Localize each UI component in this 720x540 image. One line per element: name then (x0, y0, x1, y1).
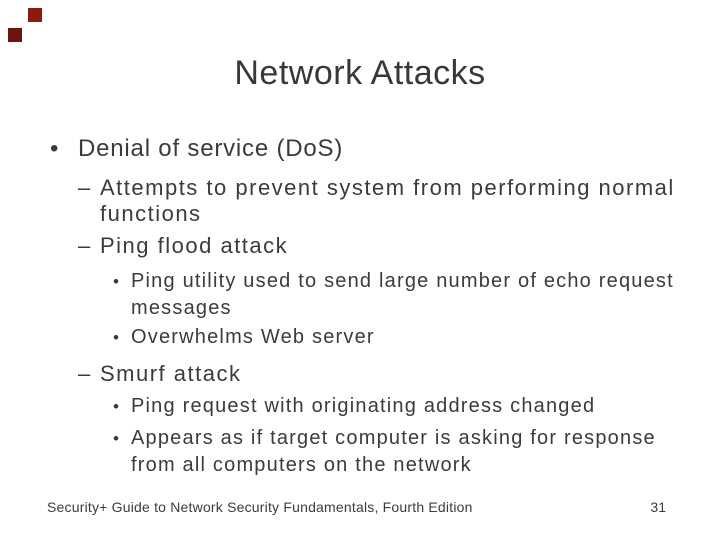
bullet-text: Denial of service (DoS) (78, 134, 343, 164)
bullet-text: Ping request with originating address ch… (131, 393, 595, 420)
bullet-line: Ping flood attack (100, 233, 289, 258)
decoration-square-left (8, 28, 22, 42)
bullet-text: Overwhelms Web server (131, 324, 375, 351)
bullet-line: Smurf attack (100, 361, 242, 386)
bullet-text: Appears as if target computer is asking … (131, 425, 656, 479)
bullet-line: Attempts to prevent system from performi… (100, 175, 675, 200)
bullet-item: • Denial of service (DoS) (50, 134, 343, 164)
decoration-square-top (28, 8, 42, 22)
bullet-line: Ping utility used to send large number o… (131, 270, 674, 292)
bullet-item: –Ping flood attack (78, 233, 288, 259)
dot-bullet-marker: • (113, 429, 121, 448)
bullet-text: Attempts to prevent system from performi… (100, 175, 675, 227)
bullet-line: Overwhelms Web server (131, 326, 375, 348)
bullet-item: –Smurf attack (78, 361, 241, 387)
dot-bullet-marker: • (113, 397, 121, 416)
footer-text: Security+ Guide to Network Security Fund… (47, 499, 473, 515)
dash-bullet-marker: – (78, 233, 92, 258)
bullet-item: • Ping utility used to send large number … (113, 268, 674, 322)
bullet-text: Ping flood attack (100, 233, 288, 259)
bullet-line: from all computers on the network (131, 454, 472, 476)
bullet-item: • Appears as if target computer is asking… (113, 425, 656, 479)
bullet-line: Denial of service (DoS) (78, 135, 344, 162)
dot-bullet-marker: • (113, 328, 121, 347)
bullet-line: functions (100, 201, 202, 226)
bullet-line: Ping request with originating address ch… (131, 395, 596, 417)
dot-bullet-marker: • (113, 272, 121, 291)
dash-bullet-marker: – (78, 175, 92, 200)
dash-bullet-marker: – (78, 361, 92, 386)
bullet-line: Appears as if target computer is asking … (131, 427, 656, 449)
slide-title: Network Attacks (234, 54, 486, 92)
bullet-line: messages (131, 297, 232, 319)
bullet-item: –Attempts to prevent system from perform… (78, 175, 675, 227)
bullet-item: • Overwhelms Web server (113, 324, 375, 351)
bullet-text: Smurf attack (100, 361, 241, 387)
bullet-text: Ping utility used to send large number o… (131, 268, 674, 322)
bullet-item: • Ping request with originating address c… (113, 393, 595, 420)
dot-bullet-marker: • (50, 135, 60, 162)
page-number: 31 (650, 499, 666, 515)
